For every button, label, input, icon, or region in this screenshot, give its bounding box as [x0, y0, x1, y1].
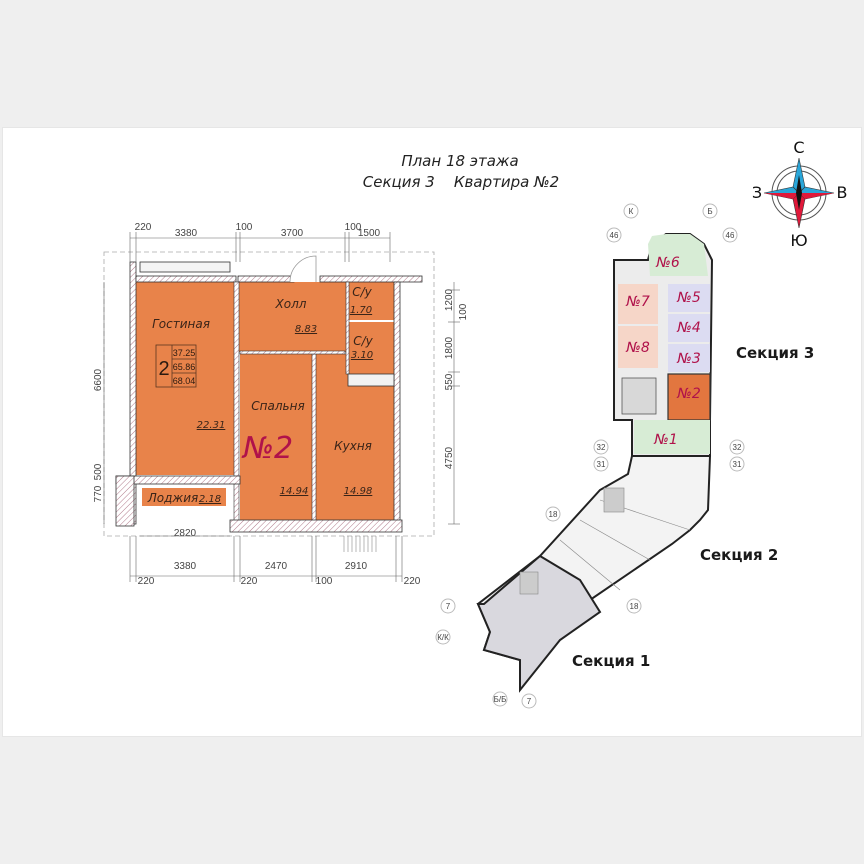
plan-title: План 18 этажа — [401, 152, 519, 170]
key-apt-5: №5 — [676, 290, 701, 306]
living-area-value: 37.25 — [173, 348, 196, 358]
dimension-lines — [103, 232, 460, 582]
dim-bottom-small-1: 220 — [138, 576, 155, 587]
axis-label: К — [629, 207, 634, 216]
room-kitchen-area: 14.98 — [344, 486, 373, 497]
room-loggia — [142, 488, 226, 506]
room-bedroom — [240, 354, 312, 524]
axis-label: Б — [707, 207, 712, 216]
axis-label: 32 — [597, 443, 606, 452]
compass-north-label: С — [793, 138, 804, 157]
axis-label: Б/Б — [494, 695, 507, 704]
dim-left-2: 500 — [93, 463, 104, 480]
room-wc-1 — [348, 282, 394, 320]
key-apt-1: №1 — [653, 432, 677, 448]
dim-bottom-small-4: 220 — [404, 576, 421, 587]
dim-top-2: 3700 — [281, 228, 304, 239]
compass-east-label: В — [837, 183, 848, 202]
dim-right-2: 100 — [458, 303, 469, 320]
axis-label: 18 — [549, 510, 558, 519]
plan-subtitle: Секция 3 Квартира №2 — [362, 173, 560, 191]
building-key-plan: №6 №7 №5 №4 №8 №3 №2 №1 К Б 46 — [435, 203, 814, 709]
room-loggia-name: Лоджия — [147, 491, 199, 505]
key-apt-3: №3 — [676, 351, 700, 367]
room-living-area: 22.31 — [197, 420, 226, 431]
compass-rose-icon: С В Ю З — [752, 138, 848, 250]
dim-bottom-1: 3380 — [174, 561, 197, 572]
axis-label: 46 — [610, 231, 619, 240]
axis-label: К/К — [437, 633, 449, 642]
dim-right-5: 4750 — [444, 446, 455, 469]
room-wc2-area: 3.10 — [351, 350, 373, 361]
room-wc1-area: 1.70 — [350, 305, 372, 316]
total-with-loggia-value: 68.04 — [173, 376, 196, 386]
section-3-label: Секция 3 — [736, 344, 814, 362]
room-hall-name: Холл — [275, 297, 307, 311]
dim-bottom-small-3: 100 — [316, 576, 333, 587]
dim-right-4: 550 — [444, 373, 455, 390]
dim-top-small-1: 220 — [135, 222, 152, 233]
room-living — [136, 282, 236, 475]
dim-right-1: 1200 — [444, 288, 455, 311]
room-wc1-name: С/у — [352, 285, 372, 299]
dim-left-3: 770 — [93, 485, 104, 502]
dim-top-small-2: 100 — [236, 222, 253, 233]
dim-bottom-inner: 2820 — [174, 528, 197, 539]
area-summary-box: 2 37.25 65.86 68.04 — [155, 344, 197, 388]
axis-label: 18 — [630, 602, 639, 611]
dim-bottom-3: 2910 — [345, 561, 368, 572]
section-2-label: Секция 2 — [700, 546, 778, 564]
key-apt-8: №8 — [625, 340, 650, 356]
dim-left-1: 6600 — [93, 368, 104, 391]
axis-label: 31 — [597, 460, 606, 469]
room-bedroom-area: 14.94 — [280, 486, 309, 497]
compass-west-label: З — [752, 183, 762, 202]
room-living-name: Гостиная — [152, 317, 210, 331]
dim-right-3: 1800 — [444, 336, 455, 359]
room-hall — [238, 282, 346, 352]
axis-label: 31 — [733, 460, 742, 469]
axis-label: 32 — [733, 443, 742, 452]
axis-label: 7 — [527, 697, 532, 706]
room-wc2-name: С/у — [353, 334, 373, 348]
room-bedroom-name: Спальня — [251, 399, 304, 413]
section-1-label: Секция 1 — [572, 652, 650, 670]
apartment-floor-plan: Гостиная 22.31 Холл 8.83 С/у 1.70 С/у 3.… — [93, 222, 469, 587]
rooms-count: 2 — [158, 358, 169, 380]
room-hall-area: 8.83 — [295, 324, 317, 335]
key-apt-7: №7 — [625, 294, 650, 310]
dim-bottom-2: 2470 — [265, 561, 288, 572]
dim-top-small-3: 100 — [345, 222, 362, 233]
compass-south-label: Ю — [790, 231, 807, 250]
key-apt-4: №4 — [676, 320, 700, 336]
apartment-number-label: №2 — [241, 431, 293, 466]
room-kitchen-name: Кухня — [334, 439, 372, 453]
dim-bottom-small-2: 220 — [241, 576, 258, 587]
key-apt-2: №2 — [676, 386, 701, 402]
axis-label: 7 — [446, 602, 451, 611]
dim-top-1: 3380 — [175, 228, 198, 239]
total-area-value: 65.86 — [173, 362, 196, 372]
axis-label: 46 — [726, 231, 735, 240]
key-apt-6: №6 — [655, 255, 680, 271]
dim-top-3: 1500 — [358, 228, 381, 239]
room-loggia-area: 2.18 — [199, 494, 221, 505]
